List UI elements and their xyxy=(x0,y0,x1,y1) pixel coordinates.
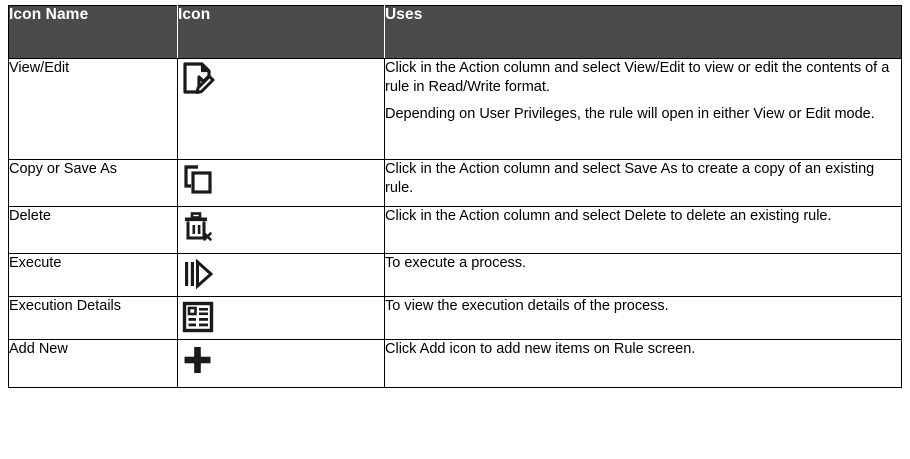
cell-icon xyxy=(177,58,385,160)
cell-icon-name: Execution Details xyxy=(8,296,178,340)
cell-uses: Click in the Action column and select De… xyxy=(384,206,902,254)
table-row: Add New Click Add icon to add new items … xyxy=(8,339,902,388)
table-row: Execution Details xyxy=(8,296,902,340)
cell-icon-name: Execute xyxy=(8,253,178,297)
plus-add-icon xyxy=(178,340,218,380)
cell-icon xyxy=(177,296,385,340)
icon-reference-table: Icon Name Icon Uses View/Edit xyxy=(8,5,902,388)
table-row: View/Edit Click in the Ac xyxy=(8,58,902,160)
cell-uses: Click in the Action column and select Vi… xyxy=(384,58,902,160)
uses-paragraph: Click in the Action column and select Vi… xyxy=(385,60,890,96)
cell-icon-name: Add New xyxy=(8,339,178,388)
column-header-icon-name: Icon Name xyxy=(8,5,178,59)
cell-icon-name: Copy or Save As xyxy=(8,159,178,207)
uses-paragraph: Click in the Action column and select De… xyxy=(385,208,832,224)
table-row: Copy or Save As Click in the Action colu xyxy=(8,159,902,207)
table-body: View/Edit Click in the Ac xyxy=(8,58,902,388)
uses-paragraph: Click Add icon to add new items on Rule … xyxy=(385,341,696,357)
cell-icon xyxy=(177,339,385,388)
execution-details-icon xyxy=(178,297,218,337)
table-row: Delete xyxy=(8,206,902,254)
cell-icon xyxy=(177,159,385,207)
uses-paragraph: To execute a process. xyxy=(385,255,527,271)
cell-uses: Click Add icon to add new items on Rule … xyxy=(384,339,902,388)
trash-delete-icon xyxy=(178,207,218,247)
cell-icon xyxy=(177,206,385,254)
table-row: Execute To execute a process. xyxy=(8,253,902,297)
cell-uses: To execute a process. xyxy=(384,253,902,297)
cell-icon xyxy=(177,253,385,297)
document-edit-icon xyxy=(178,59,218,99)
uses-paragraph: Click in the Action column and select Sa… xyxy=(385,161,875,197)
uses-paragraph: To view the execution details of the pro… xyxy=(385,298,669,314)
column-header-uses: Uses xyxy=(384,5,902,59)
uses-paragraph: Depending on User Privileges, the rule w… xyxy=(385,105,875,122)
cell-uses: Click in the Action column and select Sa… xyxy=(384,159,902,207)
table-header: Icon Name Icon Uses xyxy=(8,5,902,59)
execute-play-icon xyxy=(178,254,218,294)
cell-icon-name: View/Edit xyxy=(8,58,178,160)
cell-icon-name: Delete xyxy=(8,206,178,254)
copy-icon xyxy=(178,160,218,200)
table-header-row: Icon Name Icon Uses xyxy=(8,5,902,59)
column-header-icon: Icon xyxy=(177,5,385,59)
cell-uses: To view the execution details of the pro… xyxy=(384,296,902,340)
